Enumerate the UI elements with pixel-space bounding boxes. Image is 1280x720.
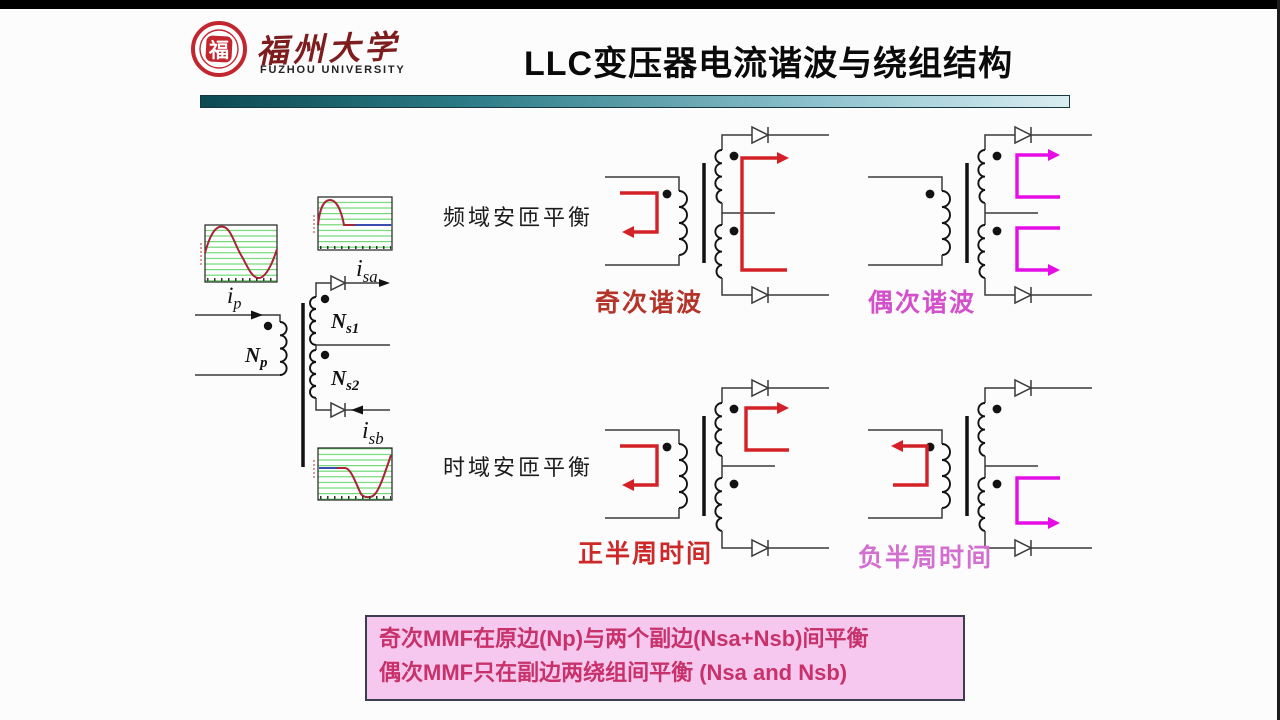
- row-label-frequency-domain: 频域安匝平衡: [443, 205, 594, 230]
- caption-negative-half: 负半周时间: [858, 544, 994, 572]
- even-secondary-top-loop: [1015, 149, 1060, 199]
- label-np: Np: [245, 343, 268, 372]
- transformer-diagram-even-harmonics: [860, 115, 1100, 315]
- odd-primary-current-loop: [620, 191, 659, 238]
- summary-line-2: 偶次MMF只在副边两绕组间平衡 (Nsa and Nsb): [379, 660, 848, 685]
- summary-line-1: 奇次MMF在原边(Np)与两个副边(Nsa+Nsb)间平衡: [379, 626, 869, 651]
- label-isb: isb: [362, 418, 384, 448]
- letterbox-top: [0, 0, 1280, 9]
- label-ns1: Ns1: [331, 309, 360, 338]
- neg-primary-current-loop: [891, 440, 929, 487]
- label-ip: ip: [227, 283, 242, 313]
- svg-text:福: 福: [208, 39, 229, 62]
- odd-secondary-current-loop: [740, 152, 789, 272]
- transformer-diagram-negative-half: [860, 368, 1100, 568]
- transformer-diagram-positive-half: [597, 368, 837, 568]
- ip-arrowhead: [251, 310, 263, 320]
- university-name-en: FUZHOU UNIVERSITY: [260, 64, 406, 76]
- primary-secondary-circuit-diagram: [195, 196, 393, 501]
- caption-odd-harmonics: 奇次谐波: [595, 289, 704, 317]
- waveform-chart-isa: [313, 196, 393, 251]
- label-ns2: Ns2: [331, 366, 360, 395]
- row-label-time-domain: 时域安匝平衡: [443, 455, 594, 480]
- neg-secondary-bottom-loop: [1015, 476, 1060, 529]
- pos-primary-current-loop: [620, 444, 659, 491]
- caption-even-harmonics: 偶次谐波: [868, 289, 977, 317]
- label-isa: isa: [356, 256, 378, 286]
- title-divider-bar: [200, 95, 1070, 108]
- waveform-chart-isb: [313, 447, 393, 501]
- slide-title: LLC变压器电流谐波与绕组结构: [524, 45, 1014, 83]
- waveform-chart-ip: [200, 224, 278, 283]
- isb-arrowhead: [351, 405, 363, 415]
- isa-arrowhead: [379, 279, 390, 287]
- pos-secondary-top-loop: [744, 402, 789, 452]
- letterbox-right: [1277, 0, 1280, 720]
- caption-positive-half: 正半周时间: [578, 540, 714, 568]
- mmf-summary-box: 奇次MMF在原边(Np)与两个副边(Nsa+Nsb)间平衡 偶次MMF只在副边两…: [365, 615, 965, 701]
- even-secondary-bottom-loop: [1015, 226, 1060, 276]
- university-seal-icon: 福: [191, 21, 247, 77]
- transformer-diagram-odd-harmonics: [597, 115, 837, 315]
